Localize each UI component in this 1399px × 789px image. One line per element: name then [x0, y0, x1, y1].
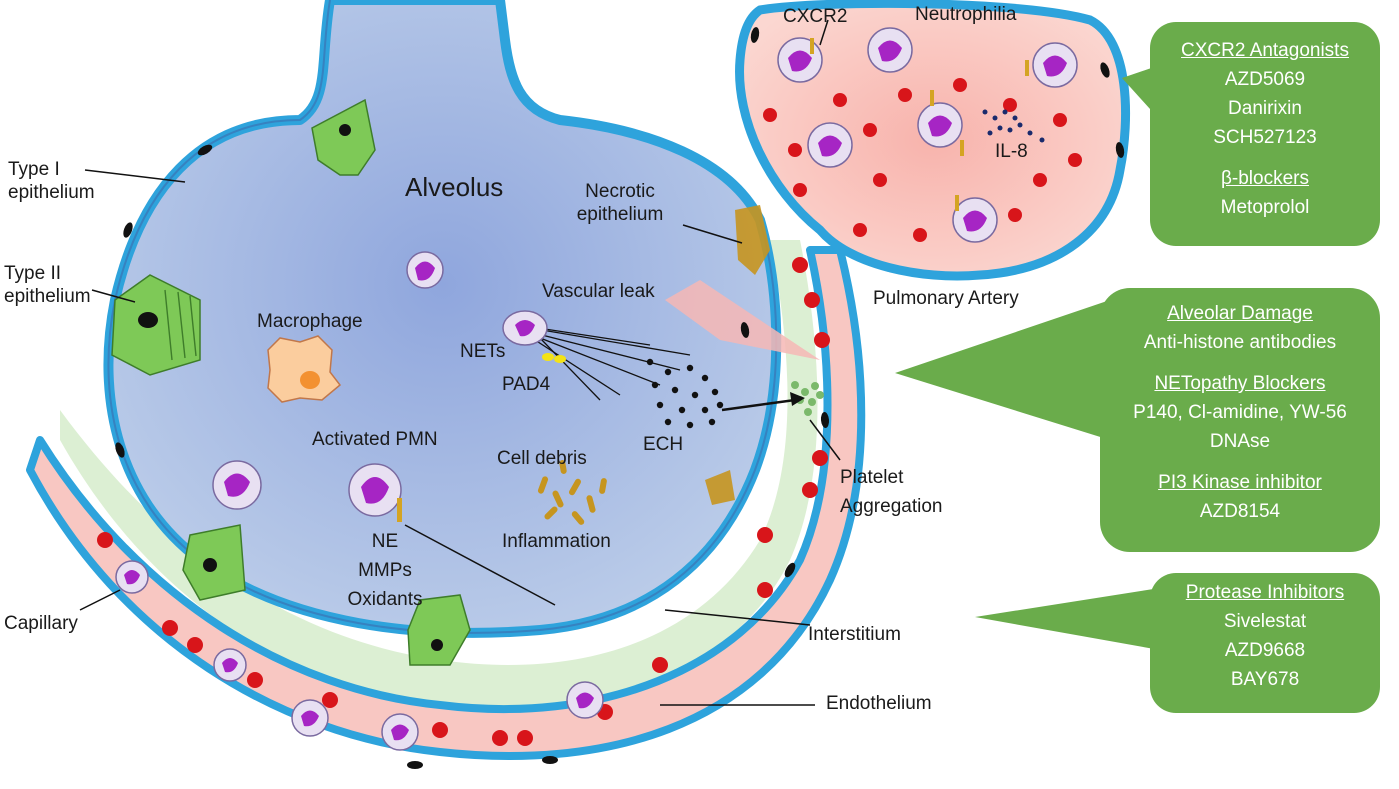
- neutrophil-nets: [502, 310, 548, 346]
- neutrophil: [406, 251, 444, 289]
- label-ne-mmps-oxidants: NE MMPs Oxidants: [347, 531, 423, 610]
- necrotic-epithelium: [705, 205, 770, 505]
- label-pad4: PAD4: [502, 374, 551, 395]
- label-ech: ECH: [643, 434, 684, 455]
- activated-pmn-cell: [348, 463, 402, 522]
- label-vascular-leak: Vascular leak: [542, 281, 655, 302]
- label-activated-pmn: Activated PMN: [312, 429, 438, 450]
- callout-heading: NETopathy Blockers: [1154, 373, 1326, 394]
- callout-shape-2: [895, 288, 1380, 552]
- label-nets: NETs: [460, 341, 506, 362]
- neutrophil-artery: [777, 27, 1078, 243]
- callout-item: BAY678: [1230, 669, 1300, 690]
- label-platelet-aggregation: Platelet Aggregation: [840, 467, 943, 517]
- red-blood-cells-capillary: [97, 257, 830, 746]
- callout-item: AZD8154: [1199, 501, 1281, 522]
- label-endothelium: Endothelium: [826, 693, 932, 714]
- callout-item: Metoprolol: [1220, 197, 1310, 218]
- red-blood-cells-artery: [763, 78, 1082, 242]
- type1-cell: [311, 98, 376, 176]
- callout-heading: Alveolar Damage: [1167, 303, 1313, 324]
- cell-debris: [537, 460, 607, 525]
- macrophage-cell: [267, 335, 342, 403]
- leader-lines: [79, 19, 841, 706]
- callout-item: P140, Cl-amidine, YW-56: [1133, 402, 1347, 423]
- label-type1-epithelium: Type I epithelium: [8, 159, 95, 204]
- nets-web: [524, 325, 691, 401]
- callout-protease-inhibitors: Protease Inhibitors Sivelestat AZD9668 B…: [1150, 578, 1380, 694]
- ech-arrow: [721, 392, 805, 412]
- vascular-leak-cone: [665, 280, 820, 360]
- label-interstitium: Interstitium: [808, 624, 901, 645]
- callout-item: SCH527123: [1213, 127, 1317, 148]
- membrane-nuclei: [115, 27, 1125, 769]
- label-type2-epithelium: Type II epithelium: [4, 263, 91, 308]
- callout-heading: PI3 Kinase inhibitor: [1158, 472, 1322, 493]
- label-inflammation: Inflammation: [502, 531, 611, 552]
- type2-cell: [111, 274, 201, 376]
- neutrophil: [212, 460, 262, 510]
- il8-dots: [982, 109, 1045, 143]
- callout-heading: β-blockers: [1220, 168, 1309, 189]
- label-macrophage: Macrophage: [257, 311, 363, 332]
- callout-item: AZD9668: [1224, 640, 1306, 661]
- callout-cxcr2-antagonists: CXCR2 Antagonists AZD5069 Danirixin SCH5…: [1150, 36, 1380, 222]
- callout-shape-1: [1122, 22, 1380, 246]
- ech-dots: [646, 358, 724, 429]
- label-necrotic-epithelium: Necrotic epithelium: [576, 181, 664, 226]
- label-neutrophilia: Neutrophilia: [915, 4, 1017, 25]
- neutrophil-capillary: [115, 560, 604, 751]
- callout-shape-3: [975, 573, 1380, 713]
- callout-heading: CXCR2 Antagonists: [1181, 40, 1349, 61]
- label-cxcr2: CXCR2: [783, 6, 848, 27]
- callout-item: AZD5069: [1224, 69, 1306, 90]
- callout-item: Danirixin: [1228, 98, 1302, 119]
- callout-item: Anti-histone antibodies: [1143, 332, 1337, 353]
- label-il8: IL-8: [995, 141, 1028, 162]
- callout-alveolar-damage: Alveolar Damage Anti-histone antibodies …: [1100, 299, 1380, 526]
- label-alveolus: Alveolus: [405, 172, 504, 202]
- label-capillary: Capillary: [4, 613, 78, 634]
- type2-cell-bottom: [407, 594, 471, 666]
- label-cell-debris: Cell debris: [497, 448, 587, 469]
- callout-item: Sivelestat: [1223, 611, 1307, 632]
- callout-item: DNAse: [1209, 431, 1271, 452]
- platelet-cluster: [791, 381, 824, 416]
- pad4-molecules: [542, 353, 566, 363]
- type2-cell-lower: [182, 524, 246, 601]
- label-pulmonary-artery: Pulmonary Artery: [873, 288, 1019, 309]
- callout-heading: Protease Inhibitors: [1185, 582, 1345, 603]
- cxcr2-receptors: [810, 38, 1029, 211]
